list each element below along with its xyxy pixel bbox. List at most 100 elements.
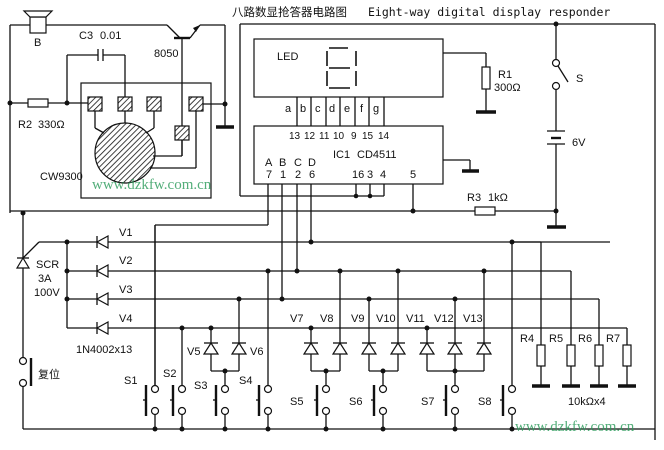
resistor-r4 [536, 344, 546, 367]
diode-v2 [67, 263, 571, 279]
cw9300-label: CW9300 [40, 171, 83, 183]
cw9300-chip [80, 82, 212, 199]
v12-label: V12 [434, 313, 454, 325]
pulldown-resistors: R4 R5 R6 R7 10kΩx4 [512, 241, 636, 408]
segment-e: e [344, 103, 350, 115]
diode-part-label: 1N4002x13 [76, 344, 132, 356]
input-a-name: A [265, 157, 273, 169]
pin-11: 11 [319, 131, 330, 142]
pin-14: 14 [378, 131, 390, 142]
capacitor-label: C3 [79, 30, 93, 42]
v8-label: V8 [320, 313, 333, 325]
s7-label: S7 [421, 396, 434, 408]
resistor-r7 [622, 344, 632, 367]
input-b-name: B [279, 157, 286, 169]
switch-s3[interactable] [213, 384, 230, 416]
r3-label: R3 [467, 192, 481, 204]
v11-label: V11 [406, 313, 425, 325]
switch-s6[interactable] [371, 384, 388, 416]
pin-4: 4 [380, 169, 386, 181]
transistor-label: 8050 [154, 48, 178, 60]
pin-10: 10 [333, 131, 345, 142]
input-d-name: D [308, 157, 316, 169]
v9-label: V9 [351, 313, 364, 325]
switch-matrix: V5 V6 V7 V8 V9 V10 [23, 225, 655, 432]
watermark-bottom: www.dzkfw.com.cn [515, 419, 635, 435]
scr-section: SCR 3A 100V [9, 210, 627, 429]
r5-label: R5 [549, 333, 563, 345]
pin-12: 12 [304, 131, 316, 142]
r3-value: 1kΩ [488, 192, 508, 204]
r6-label: R6 [578, 333, 592, 345]
scr-current: 3A [38, 273, 52, 285]
input-b-pin: 1 [280, 169, 286, 181]
resistor-r2 [27, 98, 49, 108]
segment-b: b [300, 103, 306, 115]
pin-5: 5 [410, 169, 416, 181]
r1-label: R1 [498, 69, 512, 81]
scr-label: SCR [36, 259, 59, 271]
reset-label[interactable]: 复位 [38, 367, 60, 381]
s8-label: S8 [478, 396, 491, 408]
switch-s7[interactable] [443, 384, 460, 416]
pin-15: 15 [362, 131, 374, 142]
cd4511-decoder: 13 12 11 10 9 15 14 IC1 CD4511 A B C D 7… [240, 125, 479, 211]
switch-s2[interactable] [170, 384, 187, 416]
v1-label: V1 [119, 227, 132, 239]
watermark-top: www.dzkfw.com.cn [92, 177, 212, 193]
ic1-part: CD4511 [357, 149, 397, 161]
alarm-section: B 8050 C3 0.01 R2 330Ω [7, 10, 234, 211]
power-switch-label: S [576, 73, 583, 85]
switch-s5[interactable] [314, 384, 331, 416]
resistor-r1 [481, 66, 491, 90]
title-chinese: 八路数显抢答器电路图 [232, 5, 347, 19]
s4-label: S4 [239, 375, 252, 387]
resistor-r5 [566, 344, 576, 367]
speaker-icon [22, 10, 54, 34]
v3-label: V3 [119, 284, 132, 296]
resistor-r3 [474, 206, 496, 216]
v7-label: V7 [290, 313, 303, 325]
s1-label: S1 [124, 375, 137, 387]
diode-v4 [67, 320, 627, 336]
v6-label: V6 [250, 346, 263, 358]
r2-label: R2 [18, 119, 32, 131]
scr-voltage: 100V [34, 287, 60, 299]
led-display: LED a b c d e f g R1 300Ω [253, 38, 521, 126]
segment-g: g [373, 103, 379, 115]
input-c-pin: 2 [295, 169, 301, 181]
battery-label: 6V [572, 137, 586, 149]
capacitor-value: 0.01 [100, 30, 121, 42]
input-d-pin: 6 [309, 169, 315, 181]
led-label: LED [277, 51, 298, 63]
v2-label: V2 [119, 255, 132, 267]
segment-c: c [315, 103, 321, 115]
s6-label: S6 [349, 396, 362, 408]
input-a-pin: 7 [266, 169, 272, 181]
segment-a: a [285, 103, 292, 115]
pin-13: 13 [289, 131, 301, 142]
s5-label: S5 [290, 396, 303, 408]
switch-s4[interactable] [256, 384, 273, 416]
r2-value: 330Ω [38, 119, 65, 131]
resistor-r6 [594, 344, 604, 367]
diode-v1 [67, 234, 610, 250]
diode-v3 [67, 291, 599, 307]
switch-s8[interactable] [500, 384, 517, 416]
seven-segment-icon [326, 47, 357, 89]
s2-label: S2 [163, 368, 176, 380]
title-english: Eight-way digital display responder [368, 5, 610, 19]
pin-9: 9 [351, 131, 357, 142]
segment-d: d [329, 103, 335, 115]
switch-s1[interactable] [143, 384, 160, 416]
v4-label: V4 [119, 313, 132, 325]
scr-icon [15, 241, 40, 269]
pulldown-value: 10kΩx4 [568, 396, 606, 408]
v5-label: V5 [187, 346, 200, 358]
power-section: S 6V R3 1kΩ [10, 21, 656, 440]
r1-value: 300Ω [494, 82, 521, 94]
r4-label: R4 [520, 333, 534, 345]
pin-16: 16 [352, 169, 364, 181]
speaker-label: B [34, 37, 41, 49]
v13-label: V13 [463, 313, 483, 325]
